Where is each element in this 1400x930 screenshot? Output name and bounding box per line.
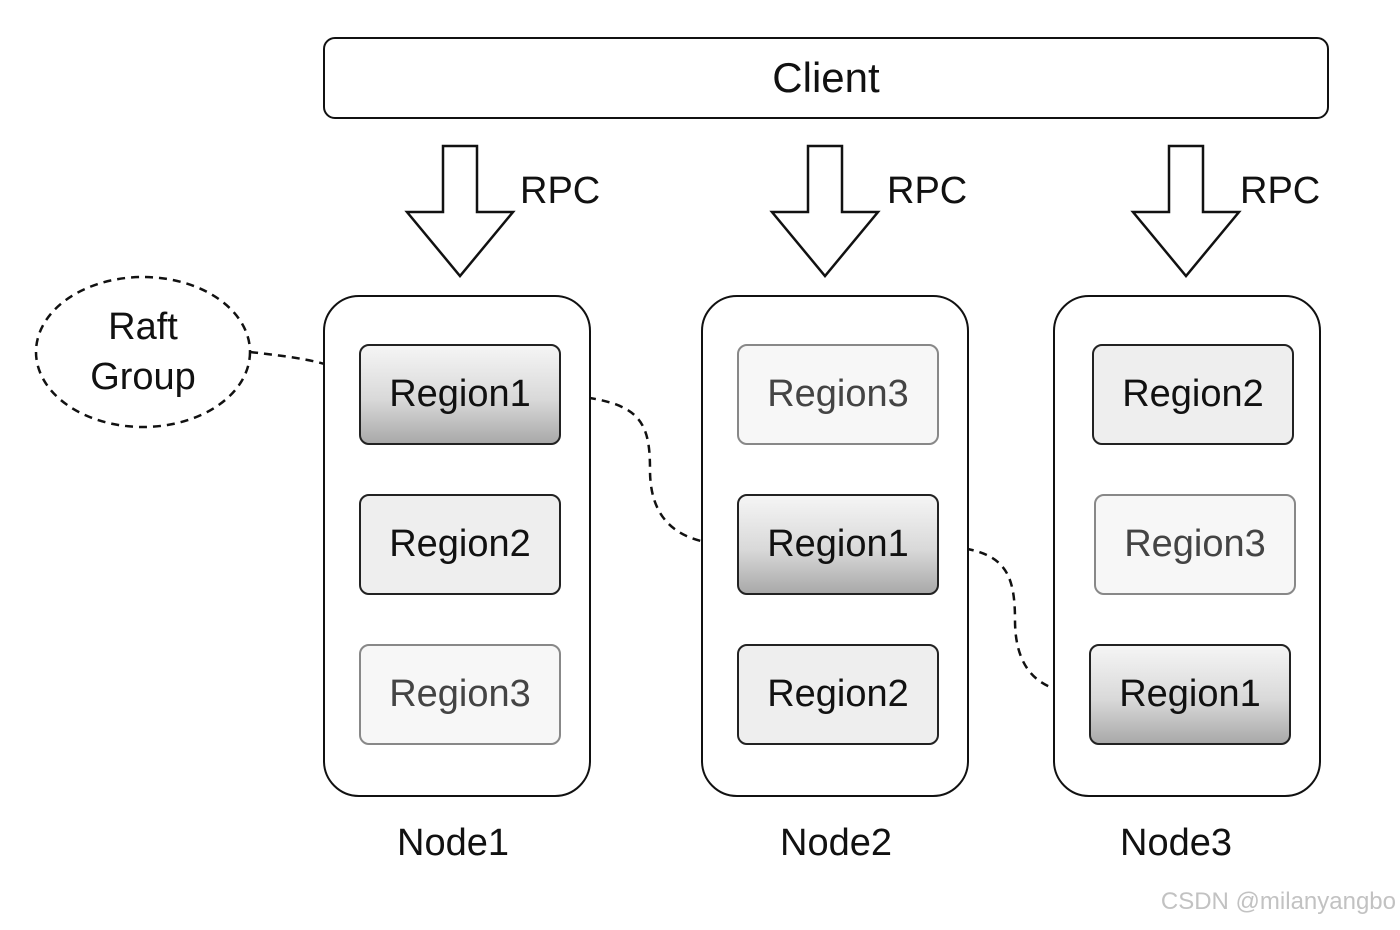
region-label: Region2 [389, 523, 531, 565]
client-box: Client [323, 37, 1329, 119]
node1-region-faded: Region3 [359, 644, 561, 745]
rpc-label-node2: RPC [887, 170, 968, 212]
rpc-label-node1: RPC [520, 170, 601, 212]
node3-region-follower: Region2 [1092, 344, 1294, 445]
raft-group-label: Raft Group [37, 302, 249, 402]
node3-label: Node3 [1120, 822, 1232, 864]
node1-region-follower: Region2 [359, 494, 561, 595]
node1-label: Node1 [397, 822, 509, 864]
node3-region-faded: Region3 [1094, 494, 1296, 595]
region-label: Region1 [1119, 673, 1261, 715]
client-label: Client [772, 54, 880, 101]
node2-region-faded: Region3 [737, 344, 939, 445]
node2-label: Node2 [780, 822, 892, 864]
region-label: Region1 [767, 523, 909, 565]
rpc-arrow-node2 [769, 144, 881, 278]
region-label: Region3 [389, 673, 531, 715]
rpc-label-node3: RPC [1240, 170, 1321, 212]
node1-region-leader: Region1 [359, 344, 561, 445]
region-label: Region1 [389, 373, 531, 415]
raft-group-label-line1: Raft [108, 306, 178, 348]
region-label: Region2 [1122, 373, 1264, 415]
region-label: Region2 [767, 673, 909, 715]
raft-group-label-line2: Group [90, 356, 196, 398]
node2-region-leader: Region1 [737, 494, 939, 595]
region-label: Region3 [1124, 523, 1266, 565]
rpc-arrow-node3 [1130, 144, 1242, 278]
node2-region-follower: Region2 [737, 644, 939, 745]
region-label: Region3 [767, 373, 909, 415]
node3-region-leader: Region1 [1089, 644, 1291, 745]
raft-group-link-2 [559, 393, 739, 547]
watermark: CSDN @milanyangbo [1160, 888, 1396, 915]
rpc-arrow-node1 [404, 144, 516, 278]
